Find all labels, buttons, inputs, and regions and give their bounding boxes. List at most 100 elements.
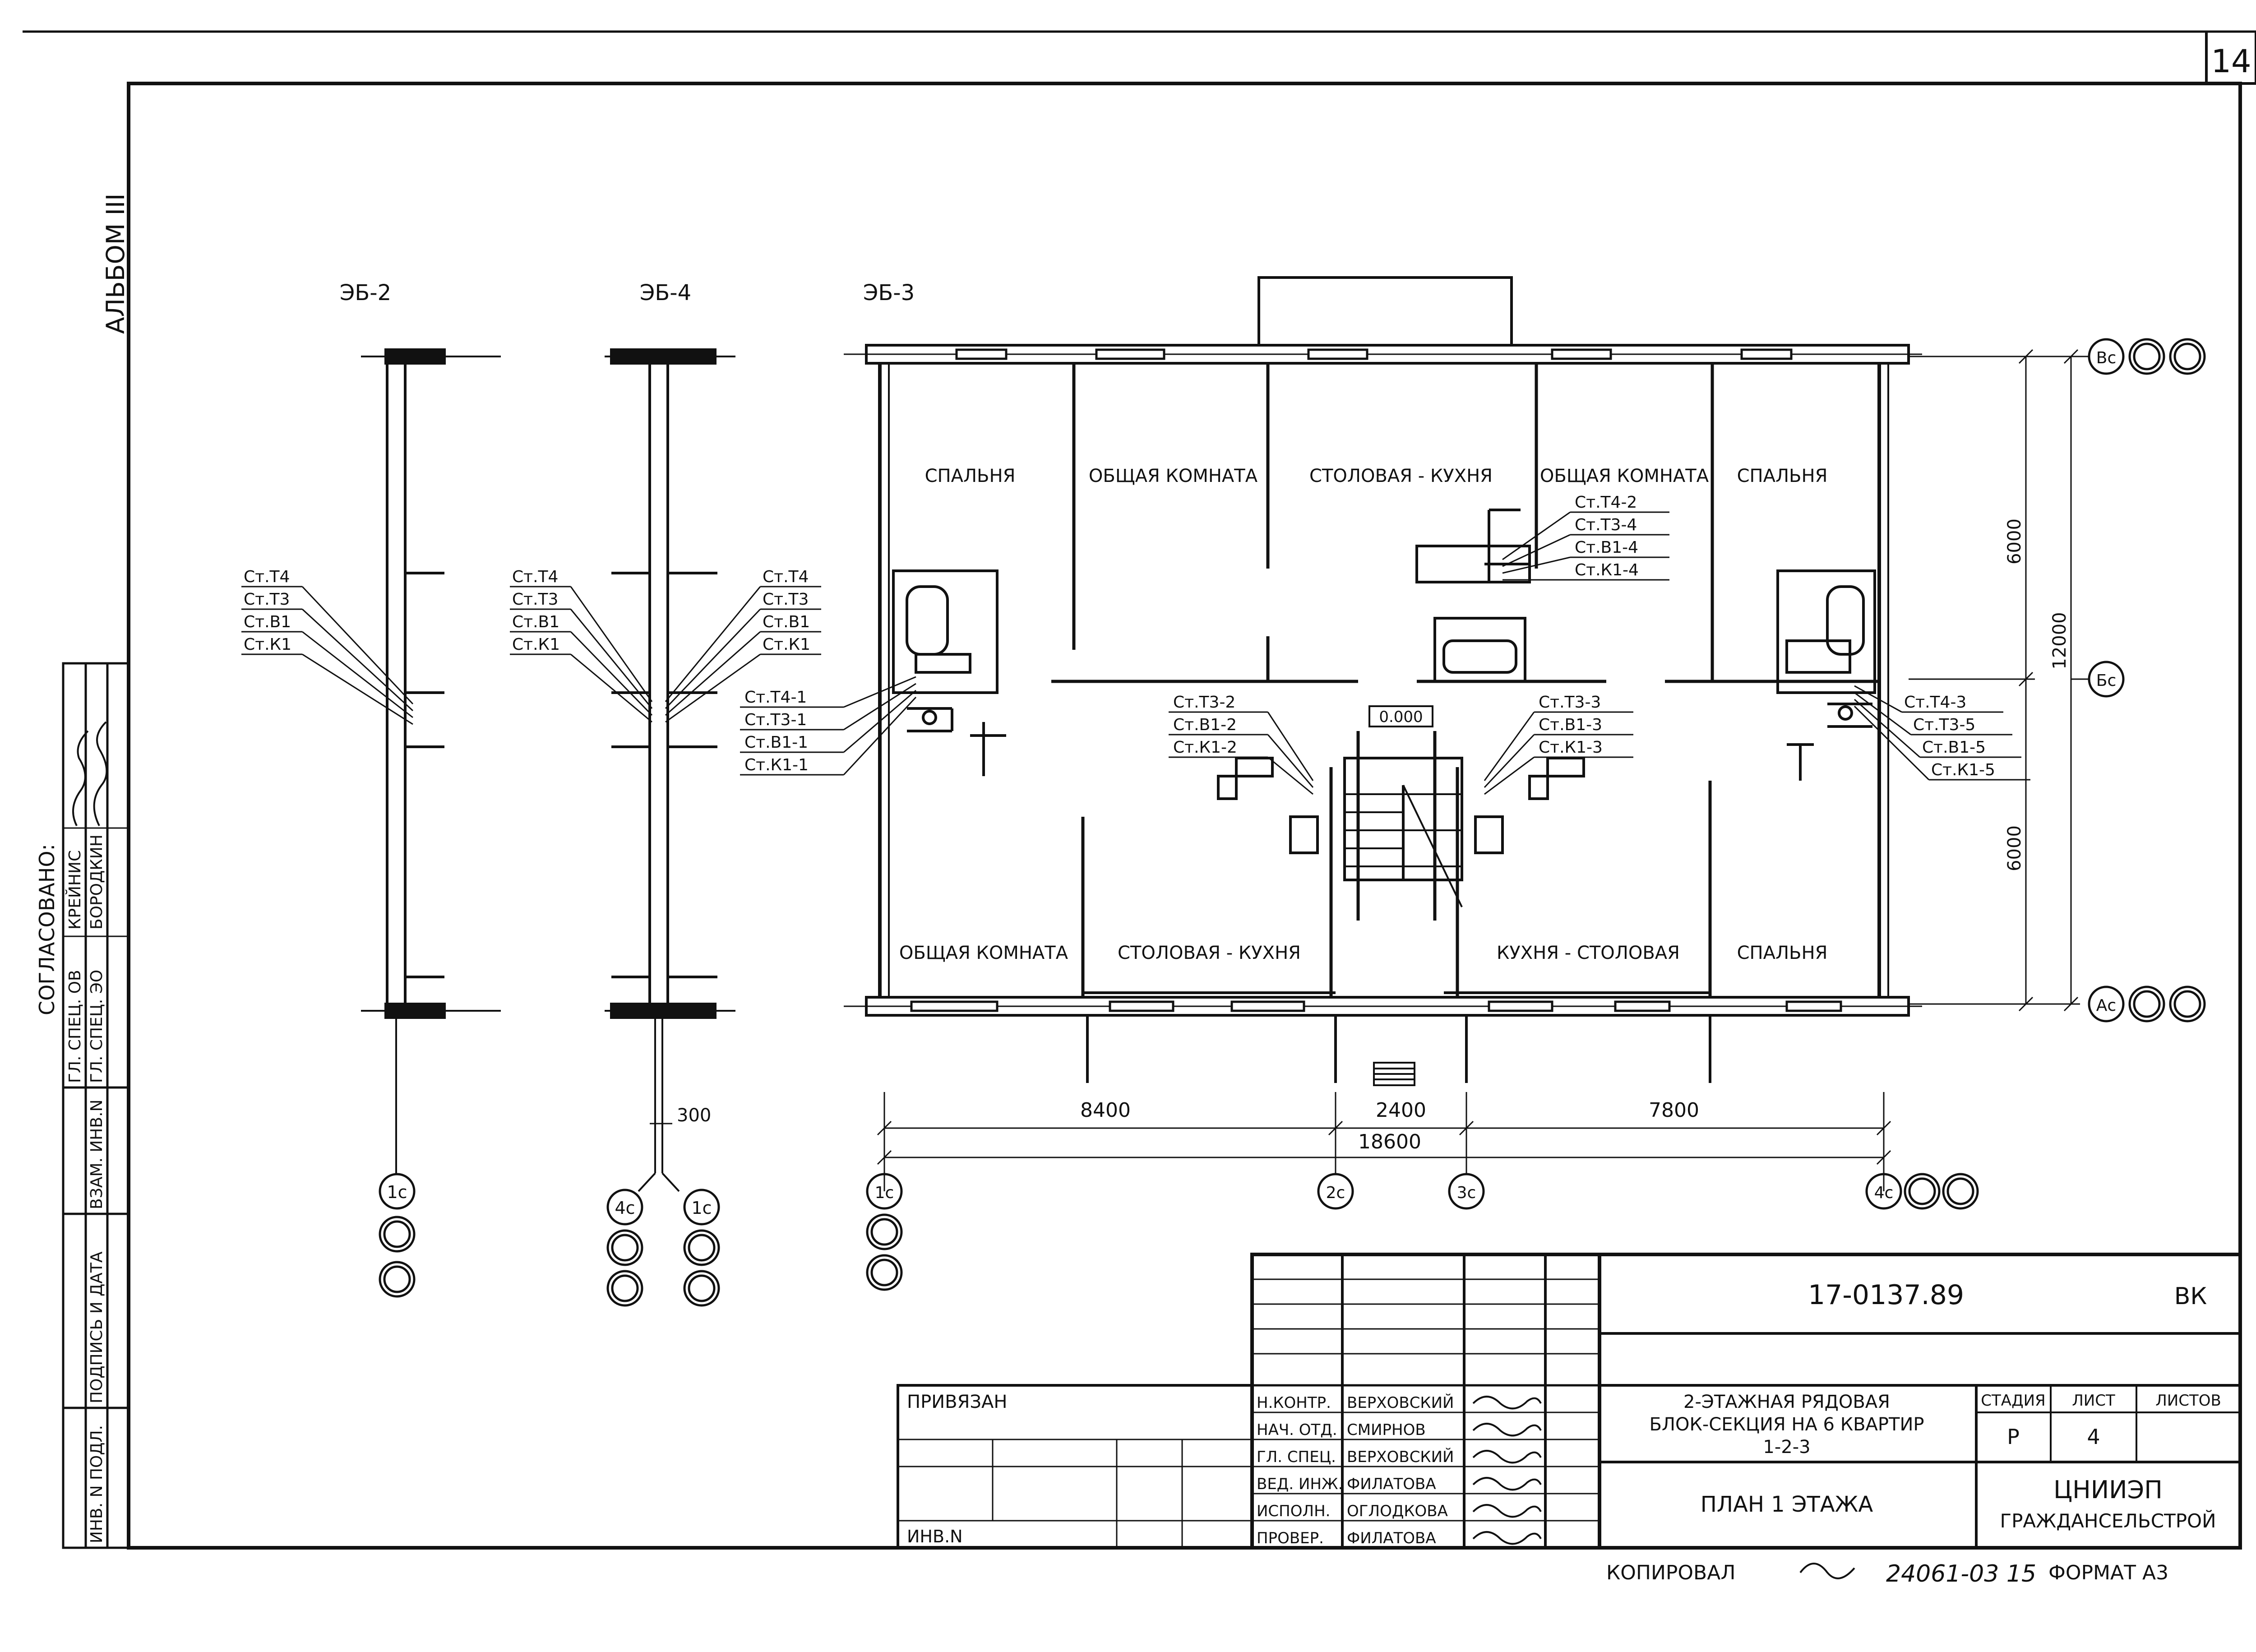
riser-group-5: Ст.Т4-3 Ст.Т3-5 Ст.В1-5 Ст.К1-5 [1854,685,2030,781]
stamp-field-signature: ПОДПИСЬ И ДАТА [88,1251,106,1403]
staff-signatures [1472,1396,1542,1545]
dim-8400: 8400 [1080,1099,1131,1122]
riser-k1-4: Ст.К1-4 [1575,561,1639,579]
eb4-riser-right-t3: Ст.Т3 [763,590,809,609]
staff-rows: Н.КОНТР. ВЕРХОВСКИЙ НАЧ. ОТД. СМИРНОВ ГЛ… [1257,1393,1454,1547]
approval-name-2: БОРОДКИН [88,834,106,930]
riser-group-4: Ст.Т4-2 Ст.Т3-4 Ст.В1-4 Ст.К1-4 [1502,493,1669,581]
dim-6000-top: 6000 [2004,518,2025,565]
room-labels: СПАЛЬНЯ ОБЩАЯ КОМНАТА СТОЛОВАЯ - КУХНЯ О… [899,466,1827,963]
section-eb2-title: ЭБ-2 [340,280,391,305]
riser-k1-1: Ст.К1-1 [744,756,809,774]
staff-name-5: ОГЛОДКОВА [1347,1502,1448,1520]
room-top-bedroom-left: СПАЛЬНЯ [925,466,1016,486]
approval-stamp [62,662,130,1549]
title-block [897,1253,2242,1550]
sheet-value: 4 [2087,1425,2100,1449]
staff-name-6: ФИЛАТОВА [1347,1529,1436,1547]
approval-role-2: ГЛ. СПЕЦ. ЭО [88,970,106,1083]
axis-4c: 4с [1874,1184,1894,1202]
riser-b1-2: Ст.В1-2 [1173,716,1237,734]
staff-role-2: НАЧ. ОТД. [1257,1421,1337,1439]
riser-t3-2: Ст.Т3-2 [1173,693,1235,712]
approval-name-1: КРЕЙНИС [65,850,84,930]
stage-value: Р [2007,1425,2020,1449]
room-bottom-common-left: ОБЩАЯ КОМНАТА [899,943,1068,963]
eb4-riser-left-k1: Ст.К1 [512,635,560,654]
staff-role-6: ПРОВЕР. [1257,1529,1324,1547]
eb4-axis-1c: 1с [691,1198,712,1218]
staff-role-4: ВЕД. ИНЖ. [1257,1475,1343,1493]
eb4-axis-4c: 4с [615,1198,635,1218]
axis-bc: Бс [2096,671,2117,690]
riser-t3-4: Ст.Т3-4 [1575,516,1637,534]
floor-plan [844,276,1922,1086]
stamp-field-replace: ВЗАМ. ИНВ.N [88,1100,106,1209]
riser-t4-2: Ст.Т4-2 [1575,493,1637,512]
dim-12000: 12000 [2049,612,2070,669]
eb2-riser-b1: Ст.В1 [244,613,291,631]
approval-signatures [72,721,108,826]
section-eb4: ЭБ-4 300 Ст.Т4 Ст.Т3 Ст.В1 Ст.К1 [510,280,821,1307]
axis-1c: 1с [875,1184,894,1202]
room-top-bedroom-right: СПАЛЬНЯ [1737,466,1828,486]
riser-b1-3: Ст.В1-3 [1539,716,1602,734]
approval-title: СОГЛАСОВАНО: [35,844,59,1015]
axis-ac: Ас [2096,996,2116,1015]
riser-group-1: Ст.Т4-1 Ст.Т3-1 Ст.В1-1 Ст.К1-1 [740,676,917,776]
eb4-riser-left-b1: Ст.В1 [512,613,559,631]
axis-3c: 3с [1457,1184,1476,1202]
riser-k1-5: Ст.К1-5 [1931,761,1995,779]
eb4-riser-right-b1: Ст.В1 [763,613,810,631]
staff-name-3: ВЕРХОВСКИЙ [1347,1448,1454,1466]
riser-group-2: Ст.Т3-2 Ст.В1-2 Ст.К1-2 [1169,693,1314,795]
staff-name-1: ВЕРХОВСКИЙ [1347,1393,1454,1412]
eb2-riser-t4: Ст.Т4 [244,568,290,586]
dim-18600: 18600 [1358,1130,1421,1153]
sheet-number: 14 [2211,43,2251,80]
eb2-riser-k1: Ст.К1 [244,635,291,654]
project-title-2: БЛОК-СЕКЦИЯ НА 6 КВАРТИР [1649,1414,1924,1435]
org-name-2: ГРАЖДАНСЕЛЬСТРОЙ [2000,1509,2216,1532]
room-top-common-right: ОБЩАЯ КОМНАТА [1540,466,1709,486]
room-bottom-kitchen-dining: КУХНЯ - СТОЛОВАЯ [1497,943,1680,963]
album-label: АЛЬБОМ III [101,194,130,334]
room-bottom-bedroom-right: СПАЛЬНЯ [1737,943,1828,963]
sheets-label: ЛИСТОВ [2155,1392,2221,1410]
section-eb2: ЭБ-2 Ст.Т4 Ст.Т3 Ст.В1 Ст.К1 [241,280,501,1298]
eb4-riser-left-t4: Ст.Т4 [512,568,558,586]
stamp-field-original: ИНВ. N ПОДЛ. [88,1425,106,1543]
riser-t3-5: Ст.Т3-5 [1913,716,1975,734]
section-eb4-title: ЭБ-4 [640,280,691,305]
doc-mark: ВК [2174,1283,2207,1310]
approval-role-1: ГЛ. СПЕЦ. ОВ [66,970,84,1083]
dim-2400: 2400 [1376,1099,1426,1122]
sheet-title: ПЛАН 1 ЭТАЖА [1701,1492,1873,1517]
riser-t3-1: Ст.Т3-1 [744,711,807,729]
bound-label: ПРИВЯЗАН [907,1392,1007,1412]
eb4-riser-right-t4: Ст.Т4 [763,568,809,586]
section-eb3-title: ЭБ-3 [863,280,915,305]
axis-vc: Вс [2096,349,2117,367]
staff-name-2: СМИРНОВ [1347,1421,1426,1439]
riser-k1-2: Ст.К1-2 [1173,738,1237,757]
staff-role-3: ГЛ. СПЕЦ. [1257,1448,1336,1466]
dim-6000-bottom: 6000 [2004,825,2025,871]
room-top-dining-kitchen: СТОЛОВАЯ - КУХНЯ [1309,466,1493,486]
inv-label: ИНВ.N [907,1527,963,1546]
staff-name-4: ФИЛАТОВА [1347,1475,1436,1493]
footer-copied-signature [1799,1563,1855,1579]
eb2-axis-1c: 1с [387,1182,407,1202]
org-name-1: ЦНИИЭП [2053,1476,2163,1504]
plan-axis-markers [866,338,2206,1291]
riser-t4-3: Ст.Т4-3 [1904,693,1966,712]
eb2-riser-t3: Ст.Т3 [244,590,290,609]
room-top-common-left: ОБЩАЯ КОМНАТА [1089,466,1258,486]
footer-copied: КОПИРОВАЛ [1606,1561,1735,1584]
sheet-label: ЛИСТ [2072,1392,2115,1410]
stage-label: СТАДИЯ [1981,1392,2045,1410]
room-bottom-dining-kitchen: СТОЛОВАЯ - КУХНЯ [1118,943,1301,963]
eb4-dim-300: 300 [677,1105,711,1126]
eb2-axis-markers [379,1173,416,1298]
